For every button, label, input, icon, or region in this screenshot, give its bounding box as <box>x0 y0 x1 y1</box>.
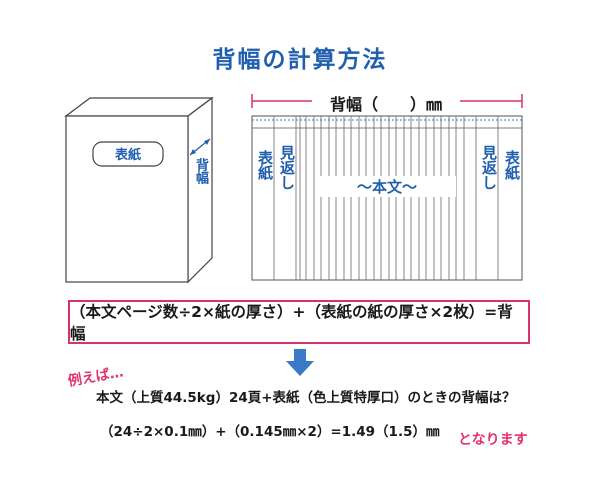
spine-label: 背幅 <box>193 158 208 184</box>
book-illustration <box>64 96 214 284</box>
book-side-face <box>187 96 213 284</box>
width-label: 背幅（ ）㎜ <box>329 95 442 114</box>
right-cover-label: 表紙 <box>503 150 521 180</box>
book-top-face <box>64 97 214 117</box>
down-arrow-icon <box>286 349 314 376</box>
book-front-face <box>65 115 189 283</box>
cover-label: 表紙 <box>114 148 141 163</box>
body-text-label: 〜本文〜 <box>318 176 456 197</box>
example-calculation: （24÷2×0.1㎜）+（0.145㎜×2）=1.49（1.5）㎜ <box>100 424 440 440</box>
cross-section-frame <box>251 115 523 281</box>
cover-label-box <box>92 141 164 167</box>
left-endpaper-label: 見返し <box>278 145 296 190</box>
example-question: 本文（上質44.5kg）24頁+表紙（色上質特厚口）のときの背幅は？ <box>96 390 516 406</box>
formula-box: （本文ページ数÷2×紙の厚さ）+（表紙の紙の厚さ×2枚）=背幅 <box>68 300 530 344</box>
right-endpaper-label: 見返し <box>480 145 498 190</box>
cross-section <box>251 94 523 281</box>
spine-arrow-head-right <box>204 139 210 145</box>
left-cover-label: 表紙 <box>256 150 274 180</box>
spine-arrow-head-left <box>190 149 196 155</box>
page-title: 背幅の計算方法 <box>212 47 388 73</box>
example-answer: となります <box>458 432 528 448</box>
page-lines <box>273 116 499 280</box>
formula-text: （本文ページ数÷2×紙の厚さ）+（表紙の紙の厚さ×2枚）=背幅 <box>70 303 513 343</box>
